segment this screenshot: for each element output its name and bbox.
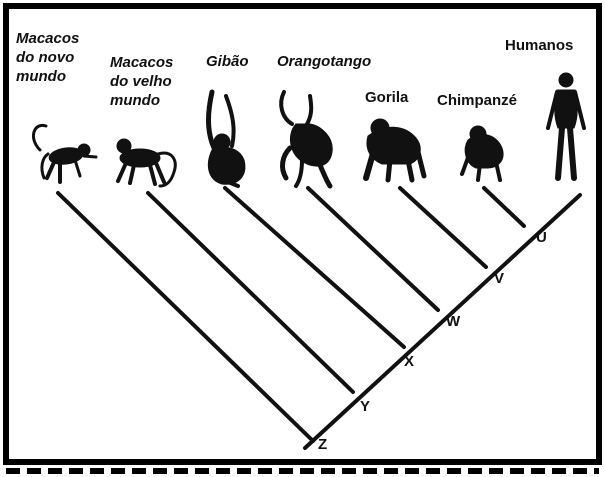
node-label-z: Z [318,436,328,453]
taxon-label-chimpanzee: Chimpanzé [437,92,518,109]
gibbon-hanging-icon [206,89,246,188]
orangutan-hanging-icon [279,90,333,189]
taxon-label-gorilla: Gorila [365,89,409,106]
gorilla-icon [363,118,427,183]
branch-orangutan [306,186,440,312]
branch-gorilla [398,186,488,269]
branch-gibbon [223,186,406,349]
chimpanzee-icon [460,125,504,182]
branch-old-world-monkeys [146,191,355,394]
taxon-label-new-world-monkeys: Macacos do novo mundo [16,30,80,85]
monkey-tail-icon [31,123,98,184]
node-label-x: X [404,353,415,370]
cladogram-branches [56,186,582,450]
branch-chimpanzee [482,186,526,228]
node-label-w: W [446,313,461,330]
node-label-y: Y [360,398,371,415]
branch-new-world-monkeys [56,191,315,443]
taxon-label-gibbon: Gibão [206,53,249,70]
human-icon [546,72,586,181]
node-label-u: U [536,229,547,246]
taxon-label-orangutan: Orangotango [277,53,372,70]
taxon-label-old-world-monkeys: Macacos do velho mundo [110,54,174,109]
taxon-label-humans: Humanos [505,37,574,54]
node-label-v: V [494,270,505,287]
main-trunk [303,193,582,450]
frame-border [3,3,602,465]
monkey-walking-icon [116,138,177,188]
